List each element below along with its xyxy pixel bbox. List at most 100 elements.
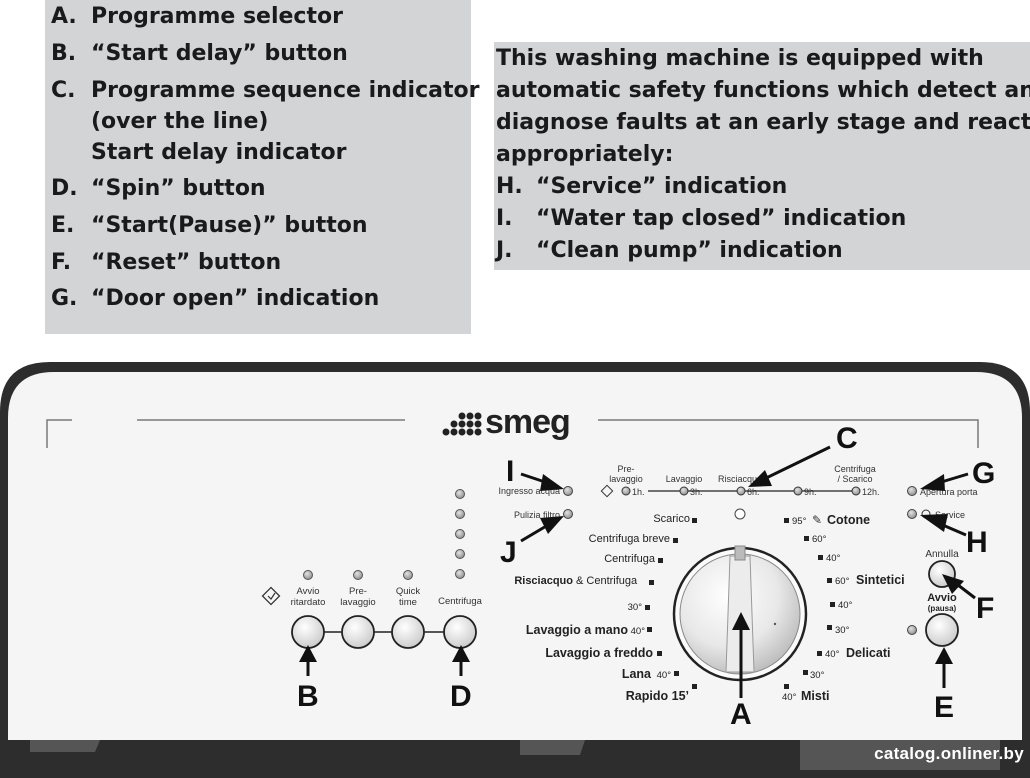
led-spin-level <box>455 529 465 539</box>
label-avvio: Avvio <box>296 586 319 597</box>
arrow-f <box>957 583 976 600</box>
start-delay-button[interactable] <box>291 615 325 649</box>
intro-line: diagnose faults at an early stage and re… <box>496 110 1030 135</box>
label-ingresso-acqua: Ingresso acqua <box>498 486 560 496</box>
prog-marker <box>647 627 652 632</box>
panel-guide-line <box>46 419 72 448</box>
prog-marker <box>658 558 663 563</box>
temp-30-sintetici: 30° <box>835 625 850 636</box>
label-apertura-porta: Apertura porta <box>920 487 978 497</box>
arrowhead-a <box>732 612 750 630</box>
prog-misti: Misti <box>801 689 829 703</box>
seq-delay-12h: 12h. <box>862 487 880 497</box>
temp-40-mano: 40° <box>631 626 646 637</box>
callout-g: G <box>972 457 995 490</box>
delay-icon <box>261 586 281 606</box>
seq-delay-3h: 3h. <box>690 487 703 497</box>
programme-labels-right: 95° ✎ Cotone 60° 40° 60° Sintetici 40° 3… <box>782 513 905 703</box>
seq-delay-6h: 6h. <box>747 487 760 497</box>
seq-label-scarico: / Scarico <box>837 474 872 484</box>
prog-marker <box>673 538 678 543</box>
led-spin-level <box>455 489 465 499</box>
prog-marker <box>818 555 823 560</box>
led-pre-lavaggio <box>353 570 363 580</box>
programme-labels-left: Scarico Centrifuga breve Centrifuga Risc… <box>514 513 697 703</box>
led-spin-level <box>455 569 465 579</box>
brand-name: smeg <box>485 403 570 441</box>
pre-wash-button[interactable] <box>341 615 375 649</box>
prog-marker <box>674 671 679 676</box>
quick-time-button[interactable] <box>391 615 425 649</box>
temp-40-misti: 40° <box>782 692 797 703</box>
callout-d: D <box>450 680 472 713</box>
spin-button[interactable] <box>443 615 477 649</box>
label-lavaggio: lavaggio <box>340 597 375 608</box>
delay-icon <box>600 484 614 498</box>
led-spin-level <box>455 509 465 519</box>
prog-marker <box>803 670 808 675</box>
led-seq-12h <box>851 486 861 496</box>
cotone-tool-icon: ✎ <box>812 513 822 527</box>
prog-delicati: Delicati <box>846 646 890 660</box>
arrow-c <box>761 445 831 482</box>
label-centrifuga-button: Centrifuga <box>438 596 483 607</box>
arrowhead-c <box>748 470 772 487</box>
led-avvio-ritardato <box>303 570 313 580</box>
watermark: catalog.onliner.by <box>874 744 1024 763</box>
prog-centrifuga: Centrifuga <box>604 553 656 565</box>
delay-icon-check <box>267 592 276 600</box>
seq-label-lavaggio-pre: lavaggio <box>609 474 643 484</box>
legend-left-box: A. Programme selector B. “Start delay” b… <box>45 0 479 334</box>
smeg-logo: smeg <box>442 403 571 441</box>
temp-30-mano: 30° <box>628 602 643 613</box>
prog-sintetici: Sintetici <box>856 573 905 587</box>
seq-delay-1h: 1h. <box>632 487 645 497</box>
led-quick-time <box>403 570 413 580</box>
legend-right-box: This washing machine is equipped with au… <box>494 42 1030 270</box>
led-water-tap <box>563 486 573 496</box>
prog-marker <box>692 518 697 523</box>
arrowhead-e <box>935 647 953 664</box>
intro-line: automatic safety functions which detect … <box>496 78 1030 103</box>
prog-marker <box>817 651 822 656</box>
label-ritardato: ritardato <box>291 597 326 608</box>
led-clean-pump <box>563 509 573 519</box>
prog-marker <box>649 580 654 585</box>
arrowhead-d <box>452 645 470 662</box>
intro-line: This washing machine is equipped with <box>496 46 984 71</box>
label-avvio-pausa: Avvio <box>927 592 957 604</box>
prog-marker <box>827 578 832 583</box>
label-annulla: Annulla <box>925 549 959 560</box>
arrowhead-j <box>540 516 564 534</box>
knob-pointer <box>734 545 746 561</box>
prog-marker <box>804 536 809 541</box>
prog-marker <box>830 602 835 607</box>
led-seq-9h <box>793 486 803 496</box>
callout-j: J <box>500 536 517 569</box>
start-pause-button[interactable] <box>925 613 959 647</box>
callout-h: H <box>966 526 988 559</box>
prog-lavaggio-a-mano: Lavaggio a mano <box>526 623 628 637</box>
led-start-pause <box>907 625 917 635</box>
seq-delay-9h: 9h. <box>804 487 817 497</box>
temp-60-sintetici: 60° <box>835 576 850 587</box>
intro-line: appropriately: <box>496 142 674 167</box>
callout-c: C <box>836 422 858 455</box>
callout-f: F <box>976 592 994 625</box>
panel-bottom-strip <box>8 740 1022 778</box>
led-seq-6h <box>736 486 746 496</box>
prog-marker <box>657 651 662 656</box>
callout-i: I <box>506 455 514 488</box>
temp-40-cotone: 40° <box>826 553 841 564</box>
label-service: Service <box>935 510 965 520</box>
label-pausa: (pausa) <box>928 604 957 613</box>
led-door-open <box>907 486 917 496</box>
led-seq-1h <box>621 486 631 496</box>
temp-60-cotone: 60° <box>812 534 827 545</box>
knob-dot <box>773 622 777 626</box>
led-dial-center <box>734 508 746 520</box>
label-pulizia-filtro: Pulizia filtro <box>514 510 560 520</box>
prog-marker <box>692 684 697 689</box>
prog-and-centrifuga: & Centrifuga <box>576 575 638 587</box>
